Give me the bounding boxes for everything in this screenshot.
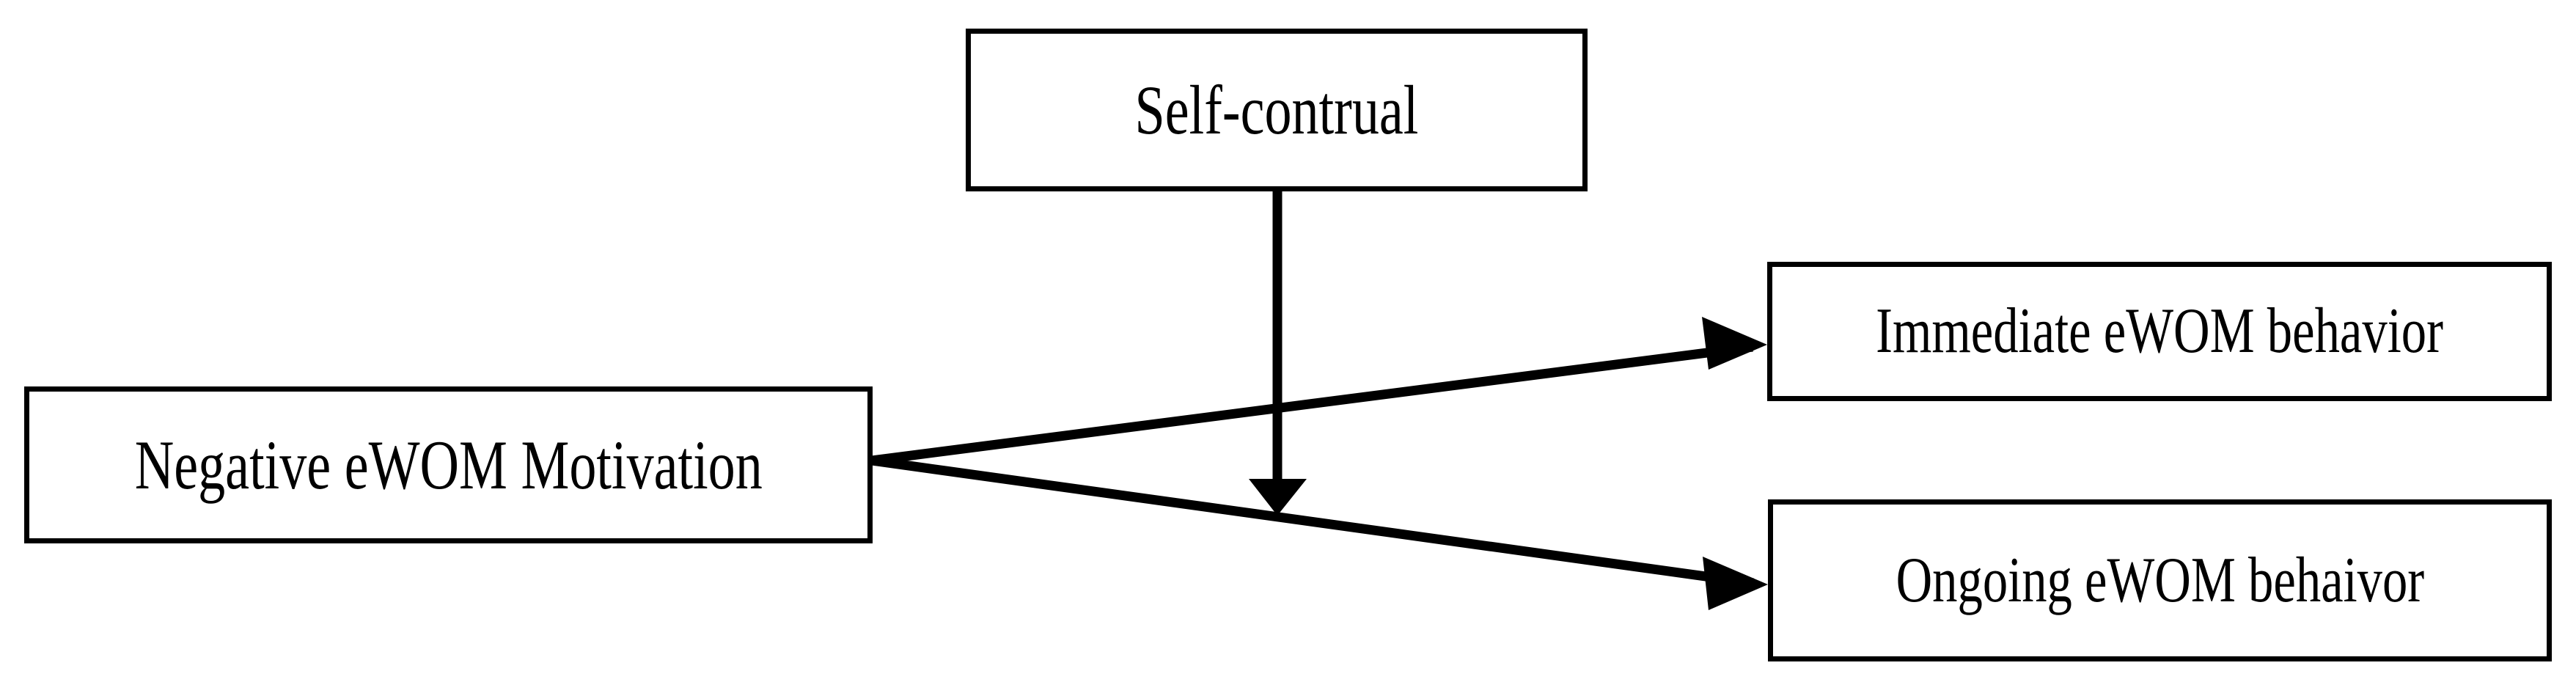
node-self-construal-label: Self-contrual <box>1134 70 1419 149</box>
node-negative-ewom-motivation-label: Negative eWOM Motivation <box>134 425 763 504</box>
edge-self-construal-moderation <box>1249 191 1307 516</box>
edge-line-motivation-immediate <box>871 342 1753 466</box>
node-self-construal[interactable]: Self-contrual <box>966 29 1588 191</box>
edge-motivation-to-immediate <box>871 317 1767 466</box>
node-ongoing-ewom-behavior-label: Ongoing eWOM behaivor <box>1896 544 2424 616</box>
node-ongoing-ewom-behavior[interactable]: Ongoing eWOM behaivor <box>1768 499 2552 661</box>
node-negative-ewom-motivation[interactable]: Negative eWOM Motivation <box>24 386 873 543</box>
arrowhead-ongoing <box>1703 557 1768 610</box>
edge-motivation-to-ongoing <box>871 455 1768 610</box>
edge-line-motivation-ongoing <box>871 455 1754 588</box>
node-immediate-ewom-behavior[interactable]: Immediate eWOM behavior <box>1767 262 2552 401</box>
node-immediate-ewom-behavior-label: Immediate eWOM behavior <box>1876 296 2443 367</box>
arrowhead-moderation <box>1249 479 1307 516</box>
arrowhead-immediate <box>1702 317 1767 370</box>
